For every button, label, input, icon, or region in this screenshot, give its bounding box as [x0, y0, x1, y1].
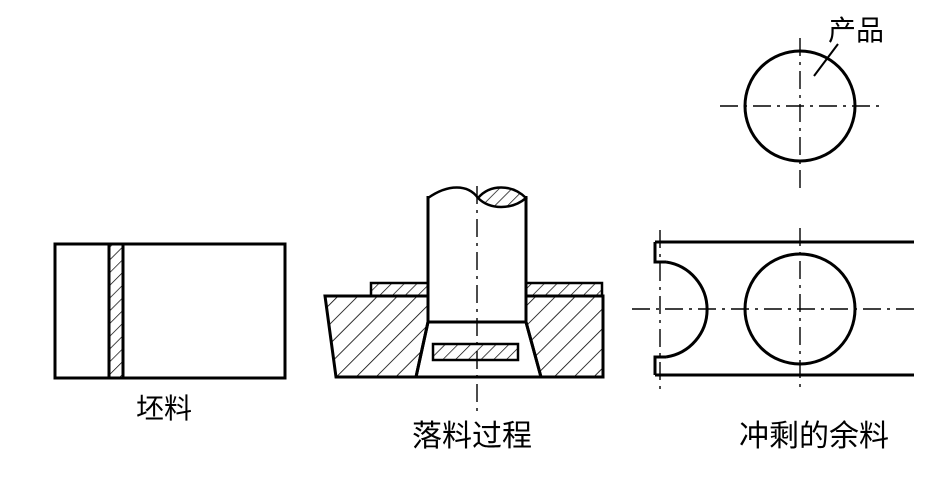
- product-figure: [720, 38, 882, 192]
- blanking-process-figure: [323, 186, 605, 412]
- blank-figure: [53, 242, 287, 380]
- notch-top: [653, 242, 666, 264]
- blank-hatched-strip: [107, 242, 125, 380]
- punch-break-section: [476, 186, 528, 209]
- notch-bottom: [653, 355, 666, 375]
- die-opening: [414, 321, 543, 379]
- product-leader: [813, 43, 839, 77]
- sheet-left: [369, 281, 430, 298]
- label-remaining-scrap: 冲剩的余料: [739, 419, 889, 454]
- label-blank: 坯料: [136, 392, 192, 425]
- label-blanking-process: 落料过程: [412, 419, 532, 454]
- blanked-part: [431, 342, 520, 362]
- die-left: [323, 294, 430, 379]
- blank-outline: [53, 242, 287, 380]
- scrap-figure: [632, 228, 914, 390]
- punch-break-left: [427, 186, 480, 200]
- label-product: 产品: [828, 14, 884, 47]
- sheet-right: [524, 281, 604, 298]
